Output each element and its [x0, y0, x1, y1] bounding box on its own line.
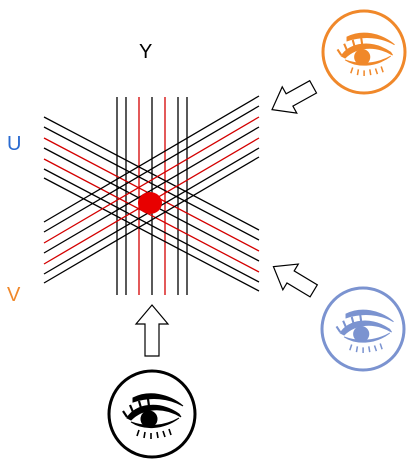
arrow-up-icon: [134, 304, 170, 357]
label-y: Y: [139, 41, 153, 63]
eye-icon-black: [107, 369, 197, 459]
arrow-lower-right-icon: [272, 263, 319, 298]
label-v: V: [7, 284, 21, 306]
arrow-upper-right-icon: [271, 79, 318, 114]
u-strips: [43, 116, 260, 292]
intersection-dot: [138, 192, 162, 214]
eye-icon-orange: [321, 9, 407, 95]
eye-icon-blue: [320, 286, 406, 372]
label-u: U: [7, 133, 22, 155]
